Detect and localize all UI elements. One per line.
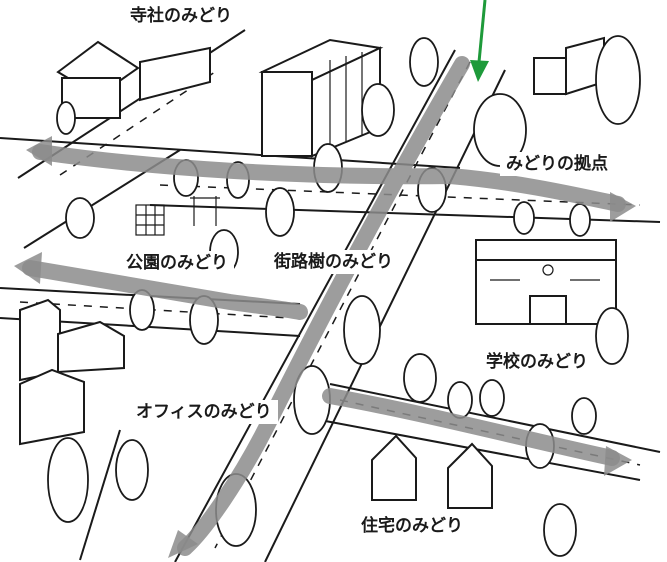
label-greenery-hub: みどりの拠点	[500, 152, 614, 176]
label-street-tree-greenery: 街路樹のみどり	[268, 250, 399, 274]
label-park-greenery: 公園のみどり	[120, 251, 234, 275]
label-office-greenery: オフィスのみどり	[130, 400, 278, 424]
label-temple-greenery: 寺社のみどり	[124, 4, 238, 28]
road-lines	[0, 29, 661, 562]
buildings	[19, 36, 617, 509]
greenery-corridors	[22, 56, 626, 556]
building-details	[135, 52, 600, 281]
corridor-arrowheads	[14, 136, 636, 558]
green-arrow	[470, 0, 489, 82]
label-school-greenery: 学校のみどり	[480, 350, 594, 374]
label-housing-greenery: 住宅のみどり	[355, 514, 469, 538]
